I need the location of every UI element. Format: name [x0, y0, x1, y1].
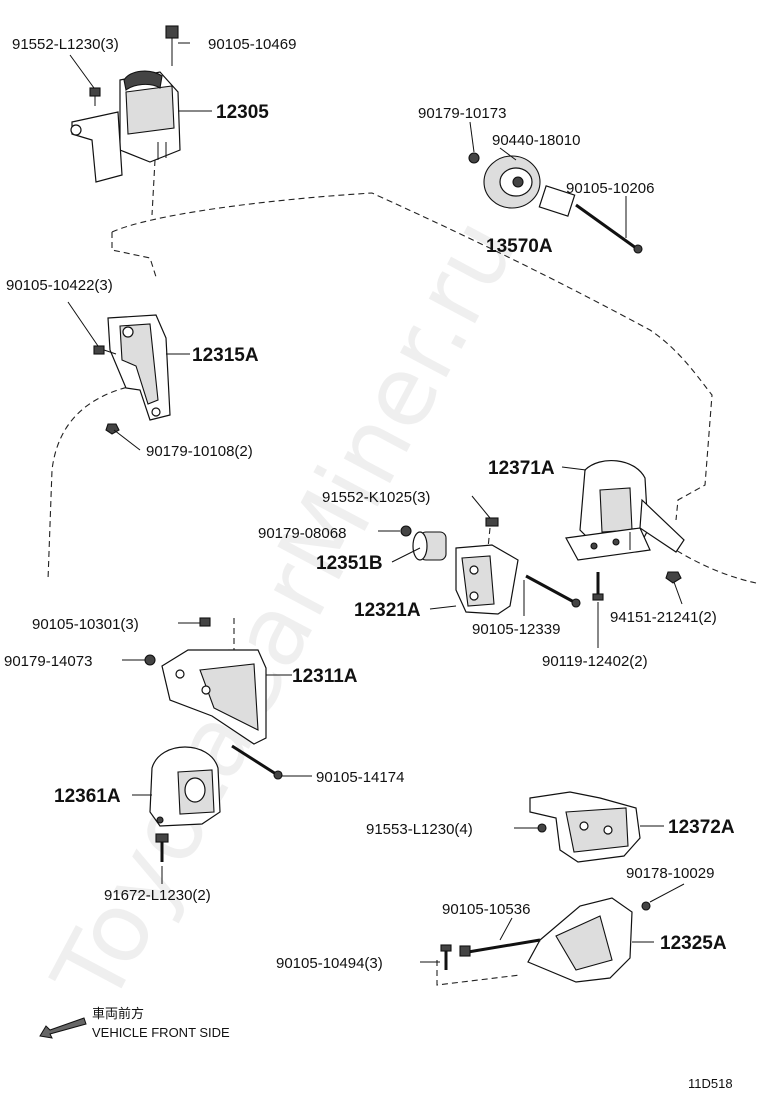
bushing-12351B[interactable]: [400, 525, 447, 561]
label-12315A: 12315A: [192, 345, 259, 366]
label-12325A: 12325A: [660, 933, 727, 954]
label-90179-10173: 90179-10173: [418, 105, 506, 122]
label-91552-L1230: 91552-L1230(3): [12, 36, 119, 53]
bracket-12325A[interactable]: [440, 897, 651, 983]
idler-pulley-13570A[interactable]: [468, 152, 643, 254]
label-90179-14073: 90179-14073: [4, 653, 92, 670]
label-12311A: 12311A: [292, 666, 358, 687]
vehicle-front-indicator: 車両前方 VEHICLE FRONT SIDE: [39, 1006, 230, 1040]
label-90440-18010: 90440-18010: [492, 132, 580, 149]
engine-mount-12305[interactable]: [70, 70, 181, 183]
label-91672-L1230: 91672-L1230(2): [104, 887, 211, 904]
label-12351B: 12351B: [316, 553, 383, 574]
label-90178-10029: 90178-10029: [626, 865, 714, 882]
direction-japanese: 車両前方: [92, 1006, 144, 1021]
label-90105-10422: 90105-10422(3): [6, 277, 113, 294]
bolt-90105-10469[interactable]: [165, 25, 179, 66]
bolt-91552-L1230[interactable]: [89, 87, 101, 106]
diagram-code: 11D518: [688, 1076, 733, 1091]
direction-english: VEHICLE FRONT SIDE: [92, 1025, 230, 1040]
bracket-12311A[interactable]: [144, 617, 283, 780]
label-94151-21241: 94151-21241(2): [610, 609, 717, 626]
label-90105-10494: 90105-10494(3): [276, 955, 383, 972]
bracket-12321A[interactable]: [455, 517, 604, 615]
label-12371A: 12371A: [488, 458, 555, 479]
label-13570A: 13570A: [486, 236, 553, 257]
label-12321A: 12321A: [354, 600, 421, 621]
label-90105-10206: 90105-10206: [566, 180, 654, 197]
bracket-12315A[interactable]: [93, 314, 171, 435]
label-12305: 12305: [216, 102, 269, 123]
label-90105-12339: 90105-12339: [472, 621, 560, 638]
label-90105-14174: 90105-14174: [316, 769, 404, 786]
label-90119-12402: 90119-12402(2): [542, 653, 648, 670]
engine-mount-12361A[interactable]: [149, 746, 221, 862]
label-90179-08068: 90179-08068: [258, 525, 346, 542]
bracket-12372A[interactable]: [529, 791, 641, 863]
label-90105-10536: 90105-10536: [442, 901, 530, 918]
leader-lines: [67, 42, 685, 963]
label-91553-L1230: 91553-L1230(4): [366, 821, 473, 838]
label-91552-K1025: 91552-K1025(3): [322, 489, 430, 506]
front-arrow-icon: [39, 1017, 87, 1039]
label-12372A: 12372A: [668, 817, 735, 838]
label-90105-10301: 90105-10301(3): [32, 616, 139, 633]
label-12361A: 12361A: [54, 786, 121, 807]
engine-mount-12371A[interactable]: [565, 459, 685, 584]
part-labels: 91552-L1230(3) 90105-10469 12305 90179-1…: [4, 36, 735, 972]
label-90105-10469: 90105-10469: [208, 36, 296, 53]
label-90179-10108: 90179-10108(2): [146, 443, 253, 460]
